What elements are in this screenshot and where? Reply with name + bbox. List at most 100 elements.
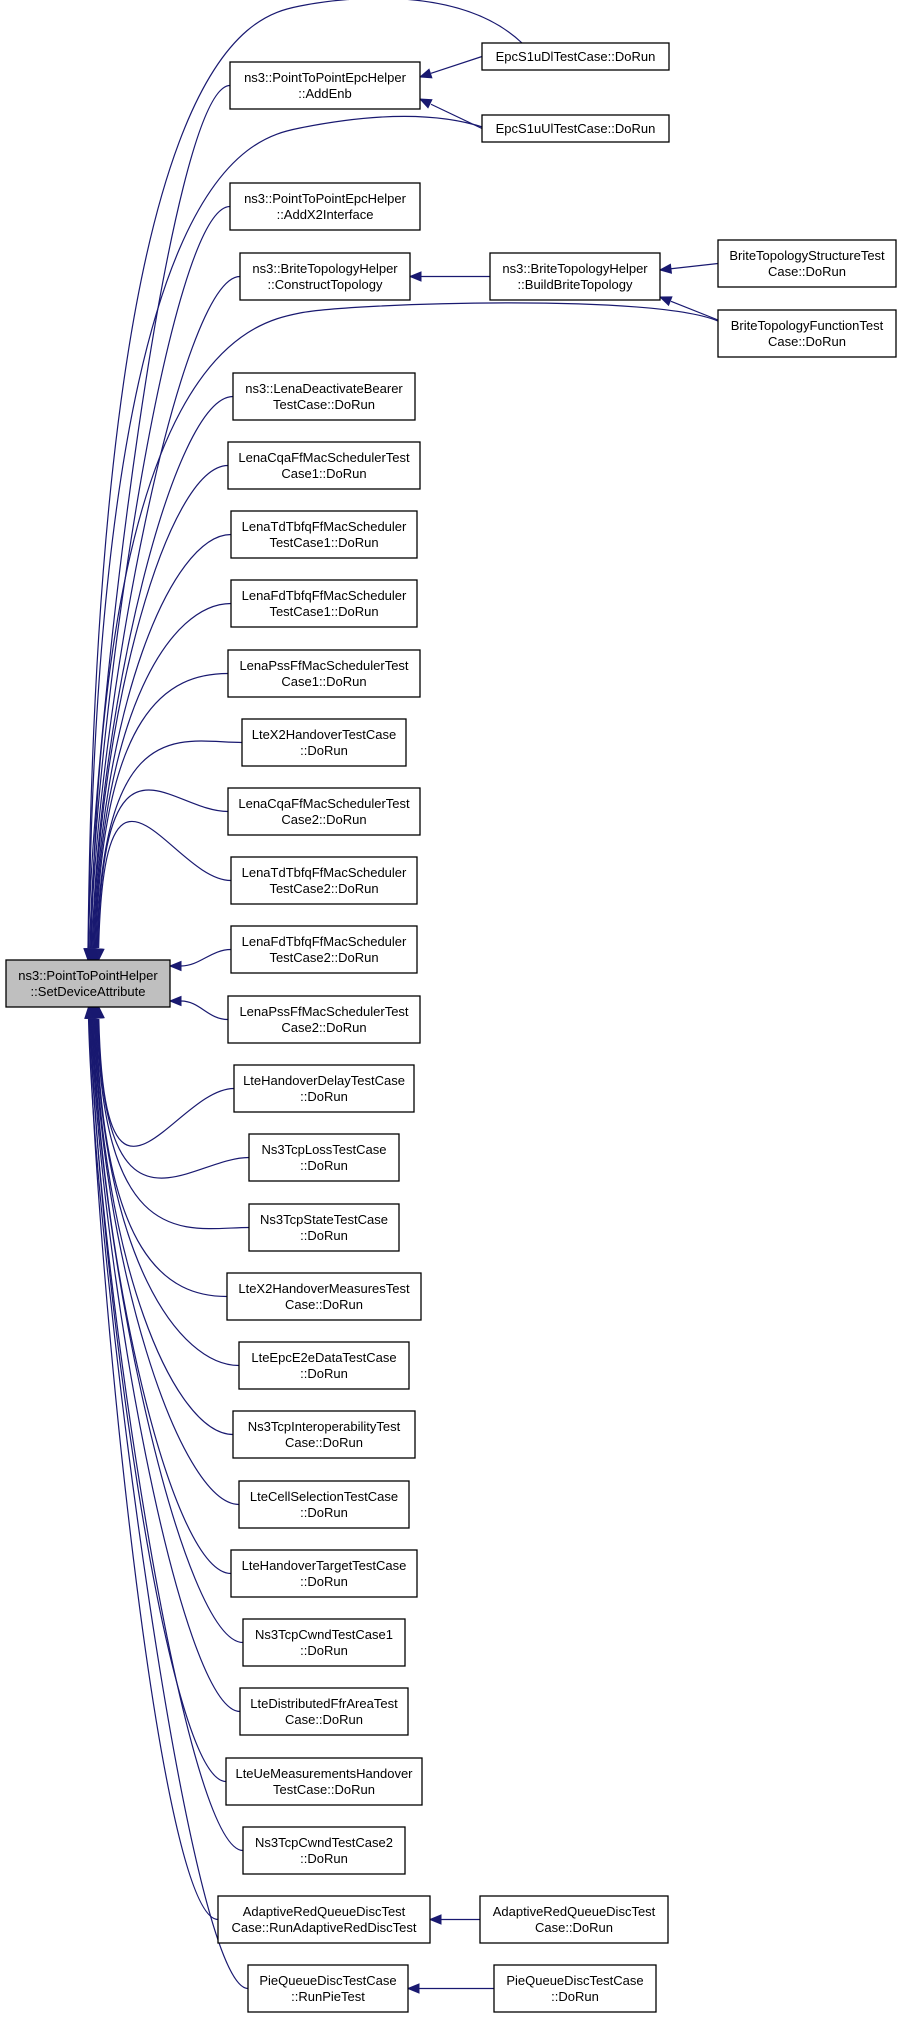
graph-node[interactable]: ns3::PointToPointEpcHelper::AddEnb xyxy=(229,61,421,110)
node-box xyxy=(5,959,171,1008)
graph-node[interactable]: LteCellSelectionTestCase::DoRun xyxy=(238,1480,410,1529)
graph-node[interactable]: LteHandoverTargetTestCase::DoRun xyxy=(230,1549,418,1598)
node-box xyxy=(481,42,670,71)
edge-line xyxy=(91,395,234,949)
graph-node[interactable]: LteHandoverDelayTestCase::DoRun xyxy=(233,1064,415,1113)
graph-node[interactable]: LteEpcE2eDataTestCase::DoRun xyxy=(238,1341,410,1390)
edge-line xyxy=(88,115,485,949)
graph-node[interactable]: Ns3TcpStateTestCase::DoRun xyxy=(248,1203,400,1252)
node-box xyxy=(241,718,407,767)
node-label: LteX2HandoverMeasuresTest xyxy=(238,1281,410,1296)
node-label: LenaPssFfMacSchedulerTest xyxy=(239,658,408,673)
node-label: LenaPssFfMacSchedulerTest xyxy=(239,1004,408,1019)
node-label: ::BuildBriteTopology xyxy=(518,277,633,292)
graph-node[interactable]: Ns3TcpCwndTestCase1::DoRun xyxy=(242,1618,406,1667)
edge-areddorun-to-aredrun xyxy=(428,1914,480,1925)
graph-node[interactable]: EpcS1uUlTestCase::DoRun xyxy=(481,114,670,143)
node-label: LteHandoverTargetTestCase xyxy=(242,1558,407,1573)
node-box xyxy=(233,1064,415,1113)
node-label: TestCase2::DoRun xyxy=(269,881,378,896)
edge-line xyxy=(92,464,229,949)
edge-line xyxy=(670,262,719,270)
edge-line xyxy=(87,0,523,949)
graph-node[interactable]: PieQueueDiscTestCase::RunPieTest xyxy=(247,1964,409,2013)
edge-tcploss-to-setdevattr xyxy=(93,1005,250,1179)
edge-line xyxy=(180,1000,229,1021)
graph-node[interactable]: PieQueueDiscTestCase::DoRun xyxy=(493,1964,657,2013)
node-box xyxy=(230,1549,418,1598)
node-label: ::DoRun xyxy=(300,1505,348,1520)
edge-line xyxy=(670,300,719,321)
node-box xyxy=(227,995,421,1044)
node-box xyxy=(232,1410,416,1459)
graph-node[interactable]: ns3::BriteTopologyHelper::BuildBriteTopo… xyxy=(489,252,661,301)
graph-node[interactable]: Ns3TcpCwndTestCase2::DoRun xyxy=(242,1826,406,1875)
edge-hotarget-to-setdevattr xyxy=(88,1005,232,1575)
node-label: Case1::DoRun xyxy=(281,674,366,689)
edge-constructtopo-to-setdevattr xyxy=(86,275,241,962)
edge-epcdl-to-addenb xyxy=(418,55,483,79)
node-box xyxy=(227,649,421,698)
edge-britestruct-to-buildbrite xyxy=(658,262,719,274)
graph-node[interactable]: ns3::BriteTopologyHelper::ConstructTopol… xyxy=(239,252,411,301)
node-label: ns3::PointToPointEpcHelper xyxy=(244,70,407,85)
node-label: Ns3TcpStateTestCase xyxy=(260,1212,388,1227)
edge-line xyxy=(95,672,229,949)
node-box xyxy=(239,252,411,301)
node-label: LteEpcE2eDataTestCase xyxy=(251,1350,396,1365)
edge-line xyxy=(87,84,231,949)
edge-line xyxy=(89,205,231,949)
edge-arrowhead xyxy=(428,1914,442,1925)
node-box xyxy=(248,1203,400,1252)
node-label: LenaCqaFfMacSchedulerTest xyxy=(238,450,410,465)
edge-line xyxy=(180,948,232,967)
edge-hodelay-to-setdevattr xyxy=(94,1005,235,1147)
node-label: ::DoRun xyxy=(300,1574,348,1589)
graph-node[interactable]: LteX2HandoverTestCase::DoRun xyxy=(241,718,407,767)
root-node[interactable]: ns3::PointToPointHelper::SetDeviceAttrib… xyxy=(5,959,171,1008)
node-label: BriteTopologyFunctionTest xyxy=(731,318,884,333)
edge-line xyxy=(94,602,232,949)
node-label: LteCellSelectionTestCase xyxy=(250,1489,398,1504)
node-label: Case2::DoRun xyxy=(281,812,366,827)
graph-node[interactable]: Ns3TcpLossTestCase::DoRun xyxy=(248,1133,400,1182)
edge-distffr-to-setdevattr xyxy=(87,1005,241,1713)
graph-node[interactable]: ns3::PointToPointEpcHelper::AddX2Interfa… xyxy=(229,182,421,231)
graph-node[interactable]: EpcS1uDlTestCase::DoRun xyxy=(481,42,670,71)
node-label: LenaCqaFfMacSchedulerTest xyxy=(238,796,410,811)
edge-line xyxy=(95,1018,228,1298)
edge-line xyxy=(94,1018,234,1436)
node-label: ::DoRun xyxy=(300,1228,348,1243)
edge-arrowhead xyxy=(408,271,422,282)
node-label: ::DoRun xyxy=(300,1851,348,1866)
edge-line xyxy=(95,1018,240,1367)
node-label: ::DoRun xyxy=(300,1089,348,1104)
node-label: ::DoRun xyxy=(300,1643,348,1658)
nodes-layer: ns3::PointToPointHelper::SetDeviceAttrib… xyxy=(5,42,897,2013)
node-label: ::SetDeviceAttribute xyxy=(31,984,146,999)
node-box xyxy=(489,252,661,301)
node-label: TestCase::DoRun xyxy=(273,1782,375,1797)
node-label: BriteTopologyStructureTest xyxy=(729,248,885,263)
graph-node[interactable]: AdaptiveRedQueueDiscTestCase::RunAdaptiv… xyxy=(217,1895,431,1944)
node-label: ns3::PointToPointEpcHelper xyxy=(244,191,407,206)
node-label: ::AddEnb xyxy=(298,86,352,101)
node-box xyxy=(239,1687,409,1736)
